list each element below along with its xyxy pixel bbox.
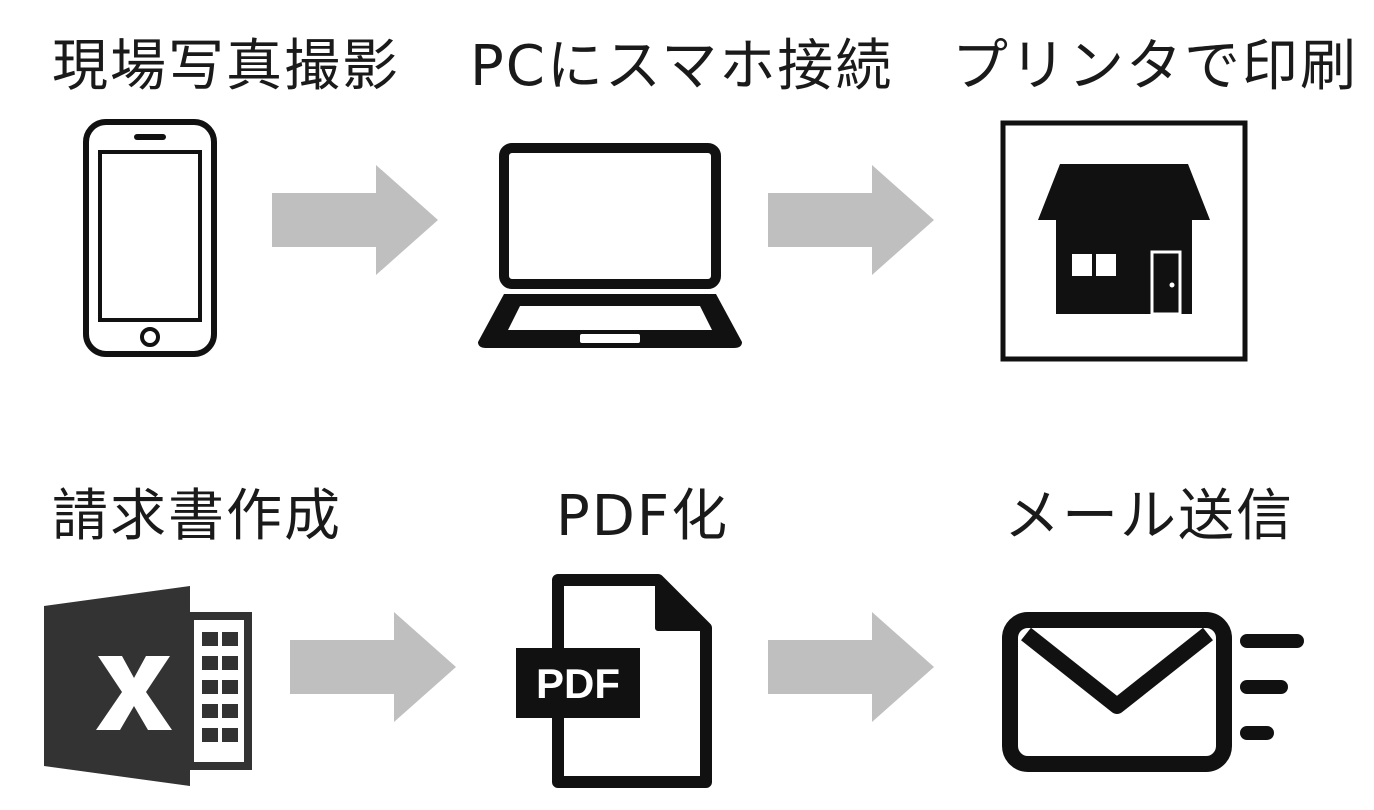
pdf-badge-text: PDF	[536, 660, 620, 707]
arrow-2-3	[768, 165, 934, 275]
step-label-photo: 現場写真撮影	[52, 34, 400, 99]
arrow-1-2	[272, 165, 438, 275]
pdf-file-icon: PDF	[516, 574, 712, 788]
step-label-pc-connect: PCにスマホ接続	[470, 34, 894, 99]
mail-send-icon	[1002, 612, 1304, 772]
house-print-icon	[1000, 120, 1248, 362]
excel-icon	[44, 586, 252, 786]
laptop-icon	[478, 143, 742, 348]
step-label-mail: メール送信	[1004, 484, 1294, 549]
step-label-pdf: PDF化	[556, 484, 730, 549]
arrow-4-5	[290, 612, 456, 722]
arrow-5-6	[768, 612, 934, 722]
step-label-invoice: 請求書作成	[52, 484, 342, 549]
step-label-print: プリンタで印刷	[952, 34, 1358, 99]
smartphone-icon	[83, 119, 217, 357]
